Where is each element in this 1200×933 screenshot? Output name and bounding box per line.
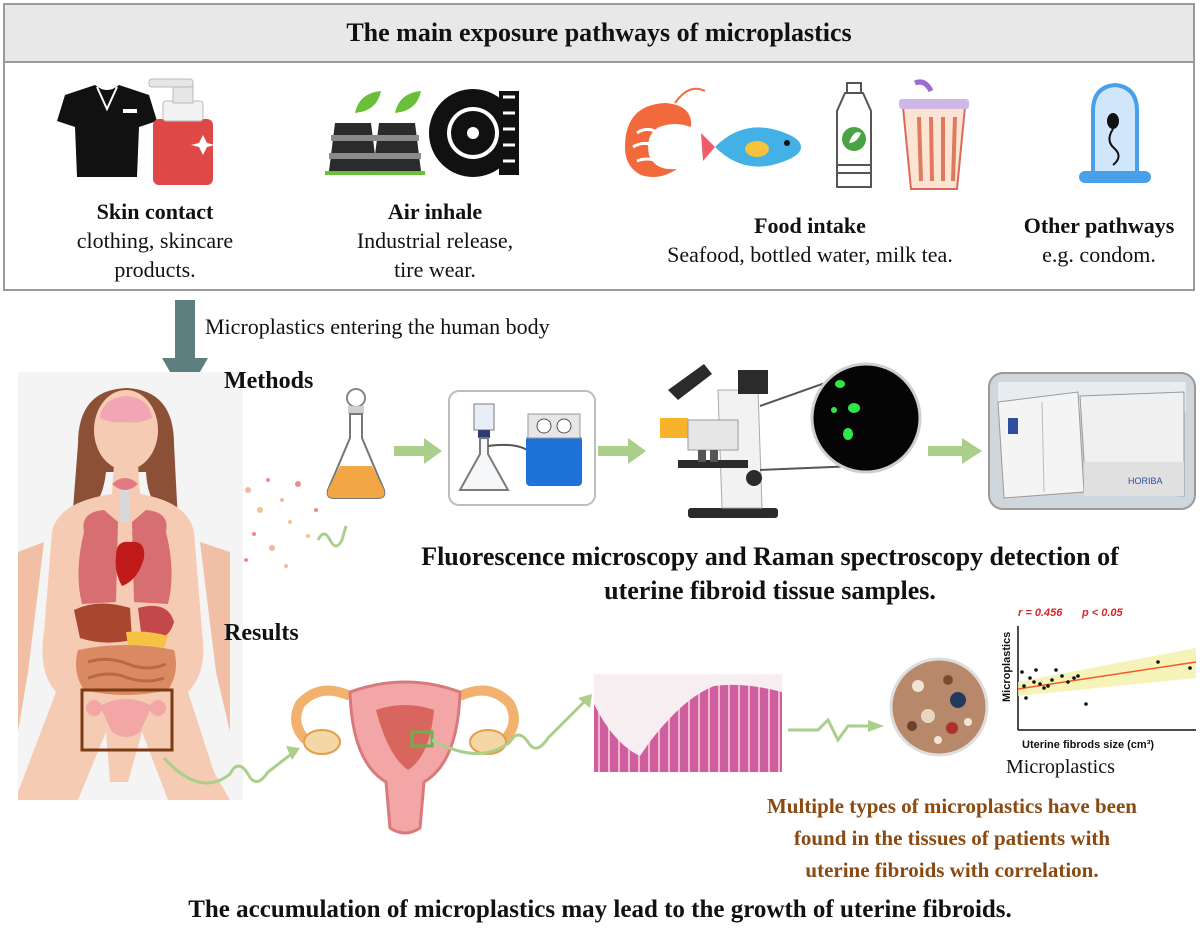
microplastic-particles: [244, 478, 348, 568]
pathway-air-inhale: Air inhale Industrial release, tire wear…: [325, 197, 545, 284]
microscope-icon: [660, 364, 778, 518]
correlation-scatter-plot: r = 0.456 p < 0.05 Microplastics Uterine…: [1001, 607, 1197, 751]
microplastic-micrograph: [889, 657, 989, 757]
microplastics-caption: Microplastics: [1006, 756, 1115, 778]
stat-r: r = 0.456: [1018, 607, 1063, 619]
pathway-desc: tire wear.: [394, 257, 476, 282]
pathway-desc: Industrial release,: [356, 228, 514, 253]
pathway-desc: products.: [114, 257, 196, 282]
fluorescence-image: [810, 362, 922, 474]
panel-title: The main exposure pathways of microplast…: [5, 5, 1193, 63]
finding-line: Multiple types of microplastics have bee…: [766, 794, 1137, 818]
methods-caption-line: uterine fibroid tissue samples.: [604, 576, 936, 605]
methods-caption-line: Fluorescence microscopy and Raman spectr…: [421, 542, 1119, 571]
flow-squiggle: [788, 717, 884, 743]
raman-brand: HORIBA: [1128, 476, 1163, 486]
exposure-pathways-panel: The main exposure pathways of microplast…: [3, 3, 1195, 291]
raman-spectrometer-image: HORIBA: [988, 372, 1196, 510]
pathway-food-intake: Food intake Seafood, bottled water, milk…: [625, 211, 995, 269]
flask-icon: [326, 388, 386, 499]
flow-arrow: [928, 438, 982, 464]
scatter-ylabel: Microplastics: [1001, 632, 1013, 702]
finding-line: found in the tissues of patients with: [793, 826, 1111, 850]
stat-p: p < 0.05: [1081, 607, 1124, 619]
flow-arrow: [598, 438, 646, 464]
scatter-xlabel: Uterine fibrods size (cm³): [1022, 739, 1154, 751]
pathway-other: Other pathways e.g. condom.: [1005, 211, 1193, 269]
flow-arrow: [394, 438, 442, 464]
finding-line: uterine fibroids with correlation.: [805, 858, 1099, 882]
flow-curve: [162, 746, 300, 785]
pathway-title: Air inhale: [387, 199, 483, 224]
pathway-desc: clothing, skincare: [76, 228, 234, 253]
results-label: Results: [224, 620, 299, 646]
histology-image: [594, 674, 782, 772]
pathway-title: Food intake: [754, 213, 866, 238]
arrow-label: Microplastics entering the human body: [205, 314, 550, 339]
flow-curve: [431, 694, 592, 755]
filtration-apparatus-icon: [448, 390, 596, 506]
pathway-desc: e.g. condom.: [1042, 242, 1156, 267]
skin-contact-icon: [57, 78, 215, 185]
human-body-illustration: [18, 372, 243, 800]
condom-icon: [1079, 82, 1151, 183]
conclusion-text: The accumulation of microplastics may le…: [188, 896, 1012, 923]
air-inhale-icon: [325, 89, 519, 177]
pathway-desc: Seafood, bottled water, milk tea.: [667, 242, 953, 267]
pathway-title: Skin contact: [96, 199, 214, 224]
pathway-title: Other pathways: [1023, 213, 1175, 238]
results-finding: Multiple types of microplastics have bee…: [712, 790, 1192, 886]
food-intake-icon: [625, 79, 969, 190]
methods-caption: Fluorescence microscopy and Raman spectr…: [360, 540, 1180, 608]
pathway-skin-contact: Skin contact clothing, skincare products…: [35, 197, 275, 284]
methods-label: Methods: [224, 368, 314, 394]
uterus-illustration: [291, 680, 519, 835]
